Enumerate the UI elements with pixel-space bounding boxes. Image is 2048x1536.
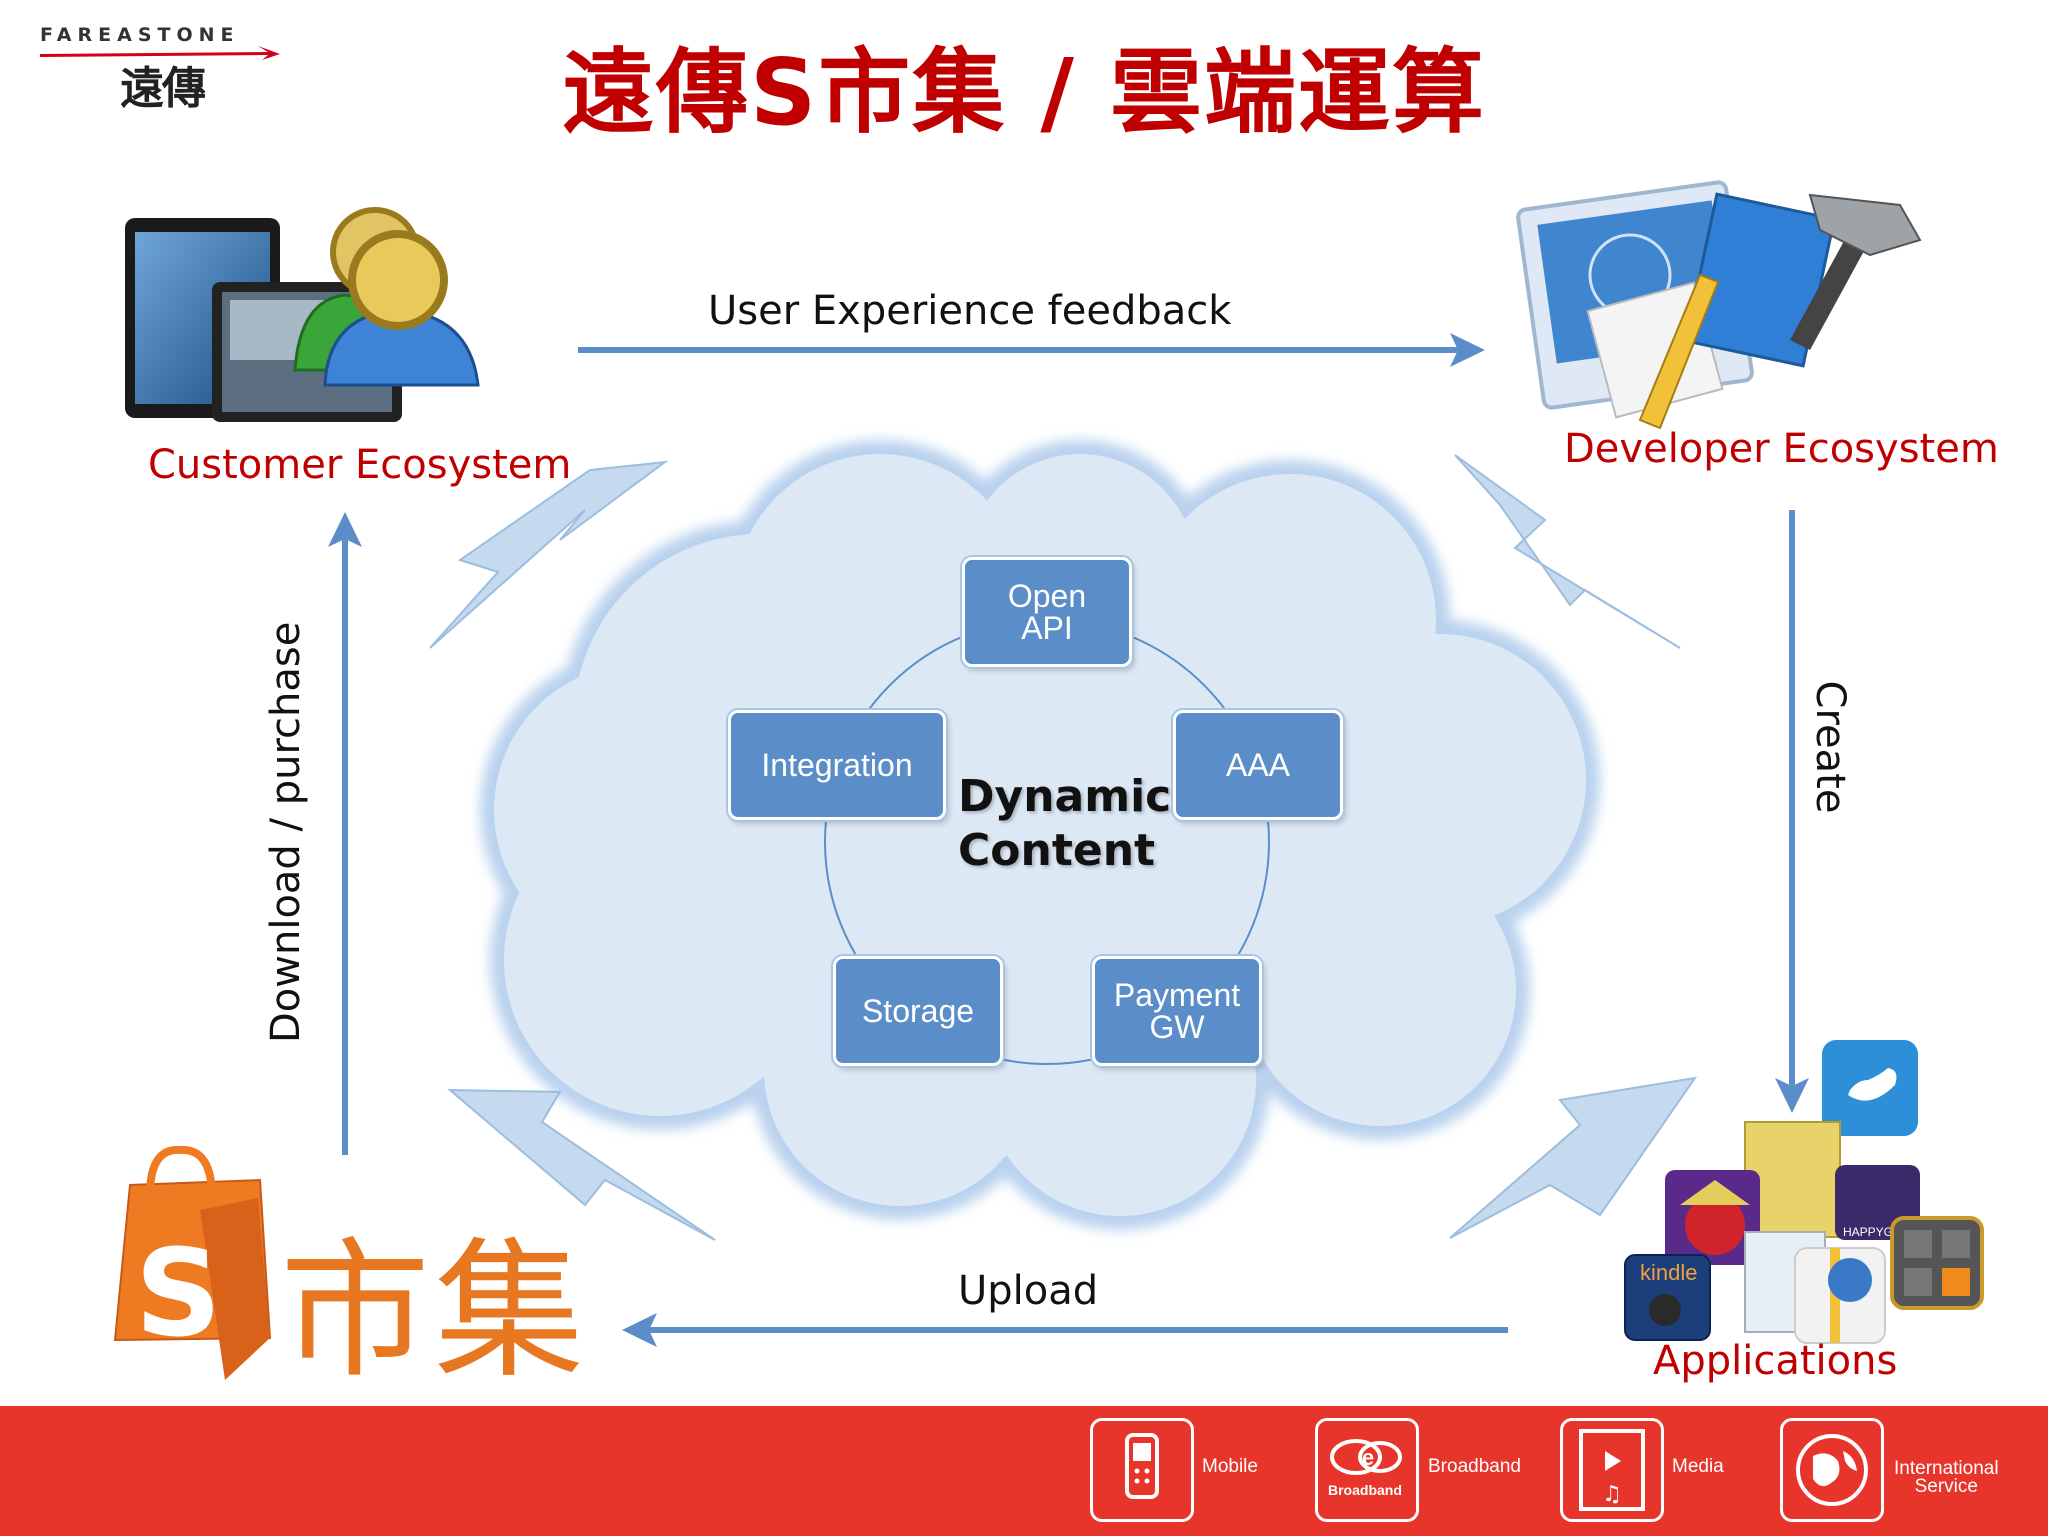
footer-international-line-1: International: [1894, 1458, 1999, 1479]
shop-logo-text: 市集: [280, 1225, 589, 1399]
cloud-center-line-2: Content: [958, 825, 1156, 876]
jagged-arrow-top-right: [1454, 454, 1681, 649]
svg-text:e: e: [1362, 1445, 1374, 1470]
node-payment-line-1: Payment: [1113, 977, 1241, 1013]
applications-label: Applications: [1653, 1338, 1898, 1384]
footer-mobile-label: Mobile: [1202, 1456, 1258, 1477]
svg-text:HAPPYG: HAPPYG: [1843, 1225, 1893, 1239]
arrow-left-label: Download / purchase: [263, 621, 309, 1043]
users-icon: [293, 207, 480, 387]
arrow-bottom-label: Upload: [958, 1268, 1099, 1314]
broadband-icon-text: Broadband: [1328, 1482, 1402, 1498]
customer-ecosystem-label: Customer Ecosystem: [148, 442, 572, 488]
logo-brand-text: FAREASTONE: [40, 24, 240, 46]
mobile-phone-icon[interactable]: [1090, 1418, 1194, 1522]
cloud-center-text: Dynamic Content: [958, 770, 1171, 878]
jagged-arrow-top-left: [429, 460, 669, 649]
node-aaa: AAA: [1173, 710, 1343, 820]
cloud-center-line-1: Dynamic: [958, 771, 1172, 822]
node-integration: Integration: [728, 710, 946, 820]
globe-icon[interactable]: [1780, 1418, 1884, 1522]
node-integration-label: Integration: [761, 747, 913, 783]
node-open-api-line-1: Open: [1007, 578, 1087, 614]
svg-text:♫: ♫: [1602, 1482, 1622, 1507]
arrow-left: [328, 512, 362, 1155]
arrow-top-label: User Experience feedback: [708, 288, 1232, 334]
shop-letter: S: [135, 1225, 221, 1364]
svg-text:kindle: kindle: [1640, 1260, 1697, 1285]
arrow-top: [578, 333, 1485, 367]
node-open-api-line-2: API: [1021, 610, 1073, 646]
arrow-right: [1775, 510, 1809, 1113]
footer-broadband-label: Broadband: [1428, 1456, 1521, 1477]
footer-media-label: Media: [1672, 1456, 1724, 1477]
broadband-icon[interactable]: e Broadband: [1315, 1418, 1419, 1522]
footer-international-label: International Service: [1894, 1458, 1999, 1497]
node-open-api: Open API: [962, 557, 1132, 667]
node-payment-gw: Payment GW: [1092, 956, 1262, 1066]
developer-ecosystem-label: Developer Ecosystem: [1564, 426, 1999, 472]
media-icon[interactable]: ♫: [1560, 1418, 1664, 1522]
arrow-bottom: [622, 1313, 1508, 1347]
logo-cn-text: 遠傳: [120, 63, 206, 114]
applications-icons: HAPPYG kindle: [1624, 1040, 1984, 1344]
page-title: 遠傳S市集 / 雲端運算: [562, 39, 1486, 146]
developer-tools-icon: [1516, 180, 1922, 430]
logo-swoosh: [40, 46, 280, 60]
shop-bag-icon: S: [113, 1145, 272, 1380]
footer-bar: Mobile e Broadband Broadband ♫ Media: [0, 1406, 2048, 1536]
arrow-right-label: Create: [1807, 680, 1853, 814]
node-storage: Storage: [833, 956, 1003, 1066]
node-aaa-label: AAA: [1225, 747, 1291, 783]
footer-international-line-2: Service: [1914, 1476, 1978, 1497]
node-payment-line-2: GW: [1149, 1009, 1205, 1045]
fareastone-logo: FAREASTONE 遠傳: [40, 24, 280, 114]
jagged-arrow-bottom-right: [1449, 1076, 1698, 1239]
node-storage-label: Storage: [861, 993, 975, 1029]
jagged-arrow-bottom-left: [447, 1088, 716, 1241]
